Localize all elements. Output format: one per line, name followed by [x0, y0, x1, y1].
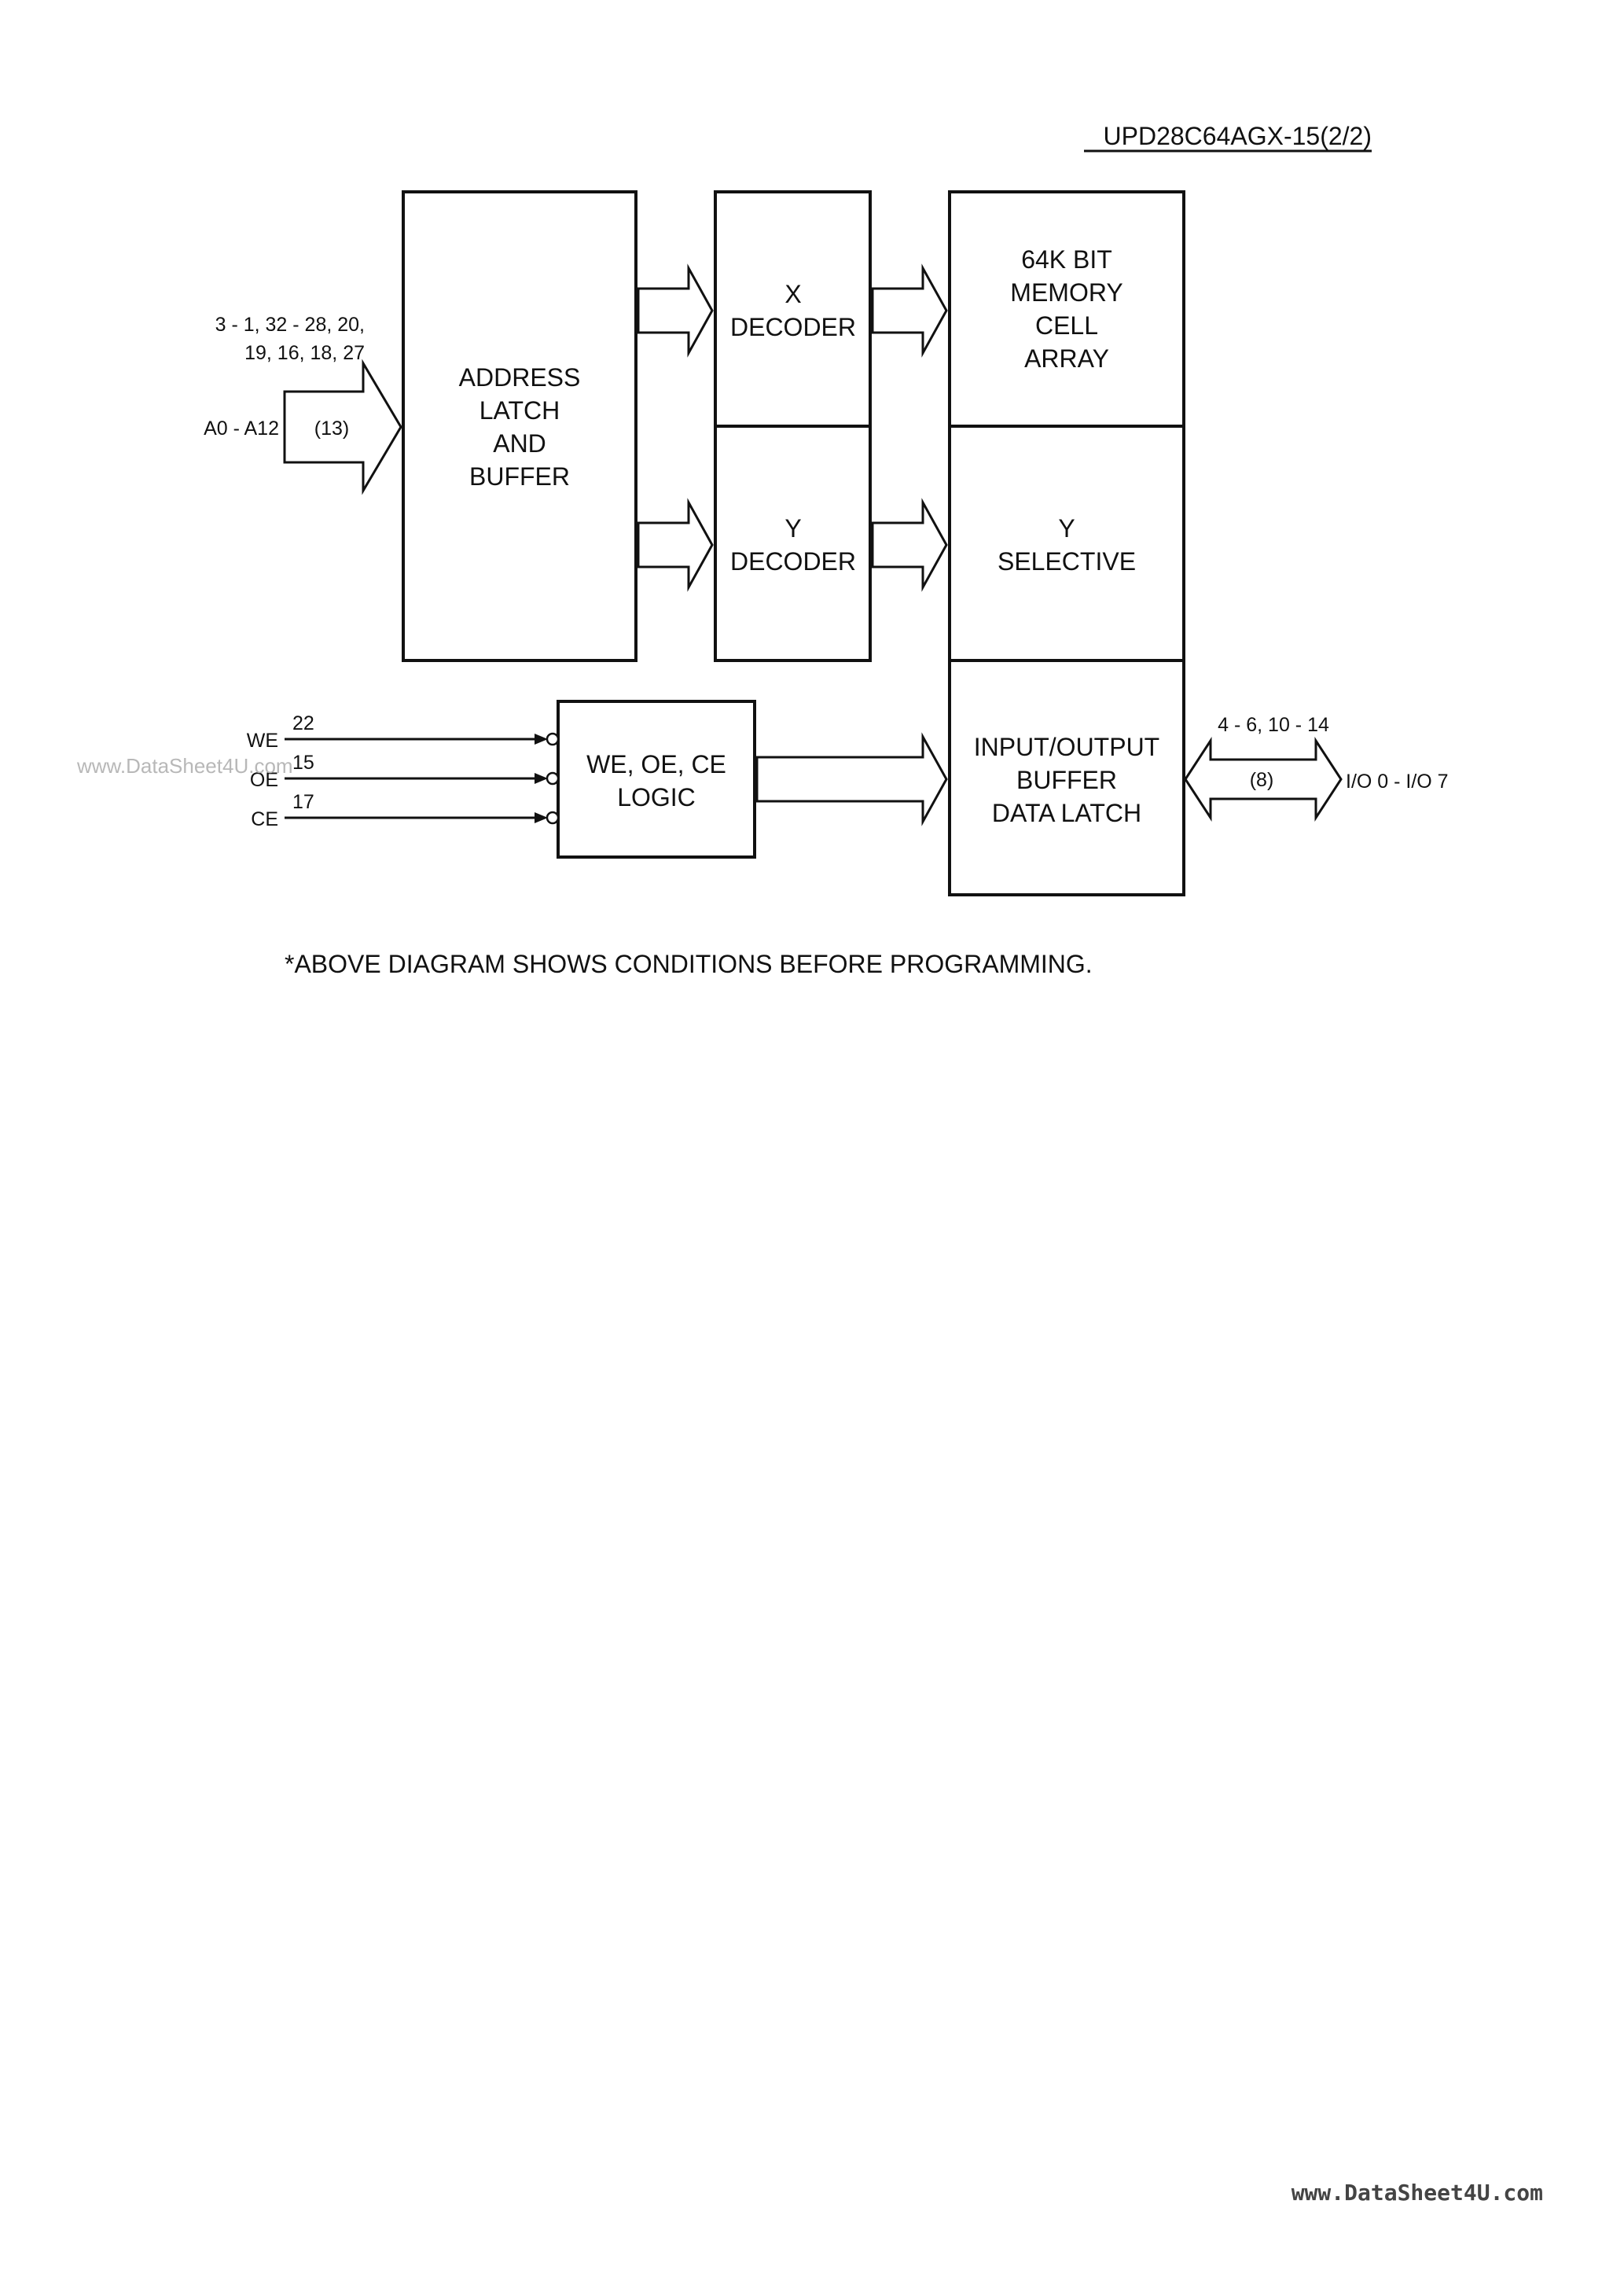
control-logic-label-1: WE, OE, CE — [586, 750, 726, 778]
y-selective-block — [948, 425, 1185, 662]
ce-pin-number: 17 — [292, 791, 314, 813]
watermark: www.DataSheet4U.com — [76, 754, 293, 778]
y-selective-label-1: Y — [1058, 514, 1075, 543]
control-input-oe: OE 15 — [250, 752, 560, 791]
latch-to-x-decoder-arrow — [637, 263, 714, 358]
footer-url: www.DataSheet4U.com — [1291, 2180, 1543, 2206]
y-decoder-to-selective-arrow — [871, 498, 948, 592]
control-logic-label-2: LOGIC — [617, 783, 696, 811]
memory-array-label-1: 64K BIT — [1021, 245, 1112, 274]
we-pin-number: 22 — [292, 712, 314, 734]
logic-to-io-buffer-arrow — [755, 732, 948, 826]
address-latch-label-1: ADDRESS — [459, 363, 581, 392]
x-decoder-block — [714, 190, 872, 428]
part-number: UPD28C64AGX-15(2/2) — [1104, 122, 1372, 150]
io-bus-name: I/O 0 - I/O 7 — [1346, 771, 1449, 793]
ce-arrowhead — [535, 812, 548, 823]
address-bus-name: A0 - A12 — [204, 418, 279, 440]
address-latch-block — [402, 190, 637, 662]
we-arrowhead — [535, 734, 548, 745]
memory-array-label-2: MEMORY — [1010, 278, 1122, 307]
memory-array-label-4: ARRAY — [1024, 344, 1109, 373]
x-decoder-label-2: DECODER — [730, 313, 856, 341]
x-decoder-to-array-arrow — [871, 263, 948, 358]
address-bus-width: (13) — [314, 418, 349, 440]
address-latch-label-2: LATCH — [479, 396, 560, 425]
io-buffer-label-1: INPUT/OUTPUT — [974, 733, 1159, 761]
we-inversion-bubble — [546, 732, 560, 746]
y-decoder-block — [714, 425, 872, 662]
oe-pin-number: 15 — [292, 752, 314, 774]
control-input-we: WE 22 — [247, 712, 560, 752]
address-latch-label-3: AND — [493, 429, 546, 458]
address-pins-line-2: 19, 16, 18, 27 — [244, 342, 365, 364]
address-pins-line-1: 3 - 1, 32 - 28, 20, — [215, 314, 365, 336]
address-latch-label-4: BUFFER — [469, 462, 570, 491]
we-signal-name: WE — [247, 730, 278, 752]
memory-array-label-3: CELL — [1035, 311, 1098, 340]
io-bus-width: (8) — [1250, 769, 1274, 791]
address-bus-arrow — [283, 359, 402, 495]
y-decoder-label-2: DECODER — [730, 547, 856, 576]
ce-signal-name: CE — [251, 808, 278, 830]
io-buffer-block — [948, 659, 1185, 896]
oe-inversion-bubble — [546, 771, 560, 786]
io-buffer-label-2: BUFFER — [1016, 766, 1117, 794]
x-decoder-label-1: X — [784, 280, 801, 308]
io-bus-pins: 4 - 6, 10 - 14 — [1218, 714, 1329, 736]
memory-array-block — [948, 190, 1185, 428]
y-selective-label-2: SELECTIVE — [998, 547, 1136, 576]
io-bus-arrow — [1184, 736, 1343, 822]
ce-inversion-bubble — [546, 811, 560, 825]
control-logic-block — [557, 700, 756, 859]
oe-arrowhead — [535, 773, 548, 784]
oe-signal-name: OE — [250, 769, 278, 791]
latch-to-y-decoder-arrow — [637, 498, 714, 592]
control-input-ce: CE 17 — [251, 791, 560, 830]
diagram-note: *ABOVE DIAGRAM SHOWS CONDITIONS BEFORE P… — [285, 950, 1093, 978]
y-decoder-label-1: Y — [784, 514, 801, 543]
io-buffer-label-3: DATA LATCH — [992, 799, 1141, 827]
